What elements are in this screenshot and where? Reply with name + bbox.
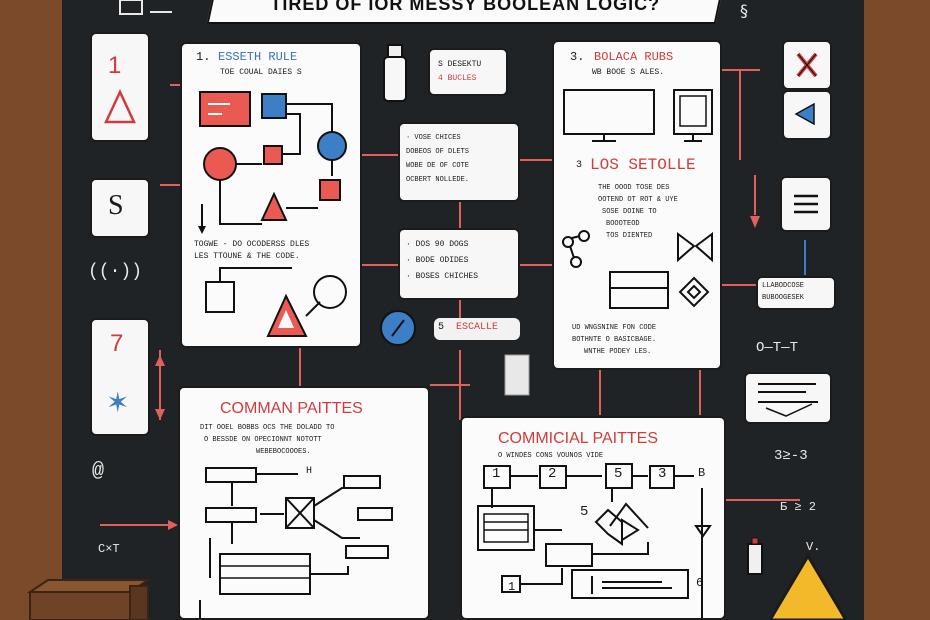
warning-icon — [768, 553, 848, 620]
card-subheading: WB BOOE S ALES. — [592, 68, 665, 77]
side-label: B — [698, 466, 706, 480]
section-para: TOS DIENTED — [606, 232, 653, 240]
arrow-left-icon — [794, 102, 815, 126]
note-line: · DOS 90 DOGS — [406, 240, 469, 249]
section-para: THE OOOD TOSE DES — [598, 184, 670, 192]
left-note-3: 7 ✶ — [90, 318, 150, 436]
section-number: 3 — [576, 160, 583, 171]
card-subheading: TOE COUAL DAIES S — [220, 68, 302, 77]
left-note-1: 1 — [90, 32, 150, 142]
star-icon: ✶ — [106, 386, 129, 419]
triangle-icon — [104, 89, 136, 124]
card-intro: O BESSDE ON OPECIONNT NOTOTT — [204, 436, 322, 444]
menu-icon — [794, 194, 818, 214]
note-line: LLABODCOSE — [762, 282, 805, 290]
svg-text:✶: ✶ — [106, 386, 129, 419]
right-note-play — [782, 90, 832, 140]
right-note-text: LLABODCOSE BUBOOGESEK — [756, 276, 836, 310]
note-mid-text: · VOSE CHICES DOBEOS OF DLETS WOBE DE OF… — [398, 122, 520, 202]
section-para: SOSE DOINE TO — [602, 208, 657, 216]
card-intro: O WINDES CONS VOUNOS VIDE — [498, 452, 604, 460]
note-line: S DESEKTU — [438, 60, 482, 69]
note-line: · BOSES CHICHES — [406, 272, 479, 281]
card-number: 1. — [196, 50, 211, 64]
mid-label: 5 — [580, 504, 589, 520]
card-commercial-patterns: COMMICIAL PAITTES O WINDES CONS VOUNOS V… — [460, 416, 726, 620]
card-foot: UD WNGSNINE FON CODE — [572, 324, 657, 332]
note-line: OCBERT NOLLEDE. — [406, 176, 470, 184]
escalle-label-box: 5 ESCALLE — [434, 318, 520, 340]
chalk-formula: V. — [806, 540, 821, 554]
arrow-head-icon — [750, 216, 760, 228]
card-common-patterns: COMMAN PAITTES DIT OOEL BOBBS OCS THE DO… — [178, 386, 430, 620]
diagram-box: 5 — [614, 466, 623, 482]
card-boolean-rules: 3. BOLACA RUBS WB BOOE S ALES. 3 LOS SET… — [552, 40, 722, 370]
lines-diagram — [758, 383, 818, 417]
card-caption: LES TTOUNE & THE CODE. — [194, 252, 300, 261]
close-icon — [796, 52, 818, 78]
note-line: BUBOOGESEK — [762, 294, 805, 302]
card-essential-rule: 1. ESSETH RULE TOE COUAL DAIES S — [180, 42, 362, 348]
pattern-diagram — [199, 467, 393, 618]
chalk-formula: Б ≥ 2 — [780, 500, 817, 514]
card-heading: BOLACA RUBS — [594, 50, 674, 64]
section-heading: LOS SETOLLE — [590, 156, 696, 174]
arrow-label: H — [306, 466, 313, 477]
card-heading: COMMICIAL PAITTES — [498, 430, 659, 447]
diagram-box: 2 — [548, 466, 557, 482]
left-note-label: 7 — [110, 330, 124, 357]
chalk-formula: 3≥-3 — [774, 448, 808, 464]
card-heading: COMMAN PAITTES — [220, 400, 363, 417]
right-note-menu — [780, 176, 832, 232]
note-line: 4 BUCLES — [438, 74, 477, 83]
note-line: · VOSE CHICES — [406, 134, 461, 142]
commercial-diagram — [477, 463, 712, 618]
monitor-diagram — [562, 89, 713, 309]
arrow-head-icon — [168, 520, 178, 530]
can-icon — [747, 543, 763, 575]
note-line: · BODE ODIDES — [406, 256, 469, 265]
note-line: DOBEOS OF DLETS — [406, 148, 470, 156]
escalle-number: 5 — [438, 322, 445, 333]
note-line: WOBE DE OF COTE — [406, 162, 470, 170]
connector-line — [739, 70, 756, 215]
wood-frame-right — [864, 0, 930, 620]
right-label: 6 — [696, 576, 704, 590]
wood-frame-left — [0, 0, 62, 620]
bottom-box: 1 — [508, 580, 516, 594]
card-intro: DIT OOEL BOBBS OCS THE DOLADD TO — [200, 424, 335, 432]
diagram-box: 3 — [658, 466, 667, 482]
escalle-label: ESCALLE — [456, 322, 499, 333]
right-note-lines — [744, 372, 832, 424]
diagram-box: 1 — [492, 466, 501, 482]
card-foot: BOTHNTE O BASICBAGE. — [572, 336, 657, 344]
sketch-icon — [119, 0, 143, 15]
wireless-icon: ((·)) — [88, 262, 143, 282]
right-note-x — [782, 40, 832, 90]
section-para: OOTEND OT ROT & UYE — [598, 196, 678, 204]
flow-diagram — [198, 91, 347, 337]
card-number: 3. — [570, 50, 585, 64]
left-note-label: S — [108, 190, 124, 221]
chalk-formula: C×T — [98, 542, 120, 556]
note-top-mid: S DESEKTU 4 BUCLES — [428, 48, 508, 96]
section-para: BOOOTEOD — [606, 220, 640, 228]
chalk-formula: O—T—T — [756, 340, 799, 356]
at-symbol: @ — [92, 460, 105, 483]
card-caption: TOGWE - DO OCODERSS DLES — [194, 240, 310, 249]
left-note-2: S — [90, 178, 150, 238]
card-foot: WNTHE PODEY LES. — [584, 348, 652, 356]
card-heading: ESSETH RULE — [218, 50, 298, 64]
clover-icon: § — [740, 1, 748, 20]
left-note-label: 1 — [108, 52, 122, 79]
card-intro: WEBEBOCOOOES. — [256, 448, 311, 456]
arrow-head-icon — [155, 409, 165, 420]
arrow-head-icon — [155, 355, 165, 366]
note-mid-list: · DOS 90 DOGS · BODE ODIDES · BOSES CHIC… — [398, 228, 520, 300]
